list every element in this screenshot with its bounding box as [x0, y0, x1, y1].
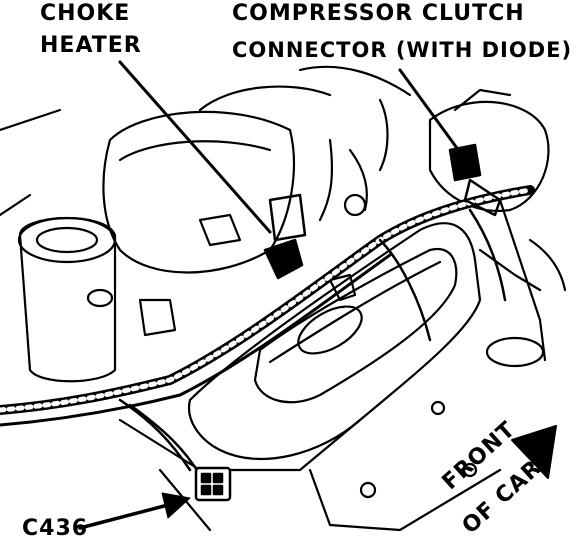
front-of-car-label: FRONT OF CAR: [425, 417, 565, 550]
choke-heater-label-line1: CHOKE: [40, 1, 131, 26]
choke-heater-connector: [263, 193, 307, 280]
choke-heater-leader: [118, 60, 272, 234]
compressor-clutch-label-line2: CONNECTOR (WITH DIODE): [232, 38, 573, 62]
front-of-car-arrow: [511, 425, 557, 479]
compressor-clutch-leader: [398, 68, 464, 157]
c436-label: C436: [22, 516, 89, 541]
choke-heater-label-line2: HEATER: [40, 33, 142, 58]
compressor-clutch-connector: [448, 143, 502, 217]
c436-arrow: [78, 492, 191, 530]
compressor-clutch-label-line1: COMPRESSOR CLUTCH: [232, 1, 525, 26]
leader-lines: [118, 60, 464, 234]
engine-outline: [0, 65, 567, 532]
c436-connector: [194, 466, 232, 502]
wiring-harness: [0, 185, 535, 477]
